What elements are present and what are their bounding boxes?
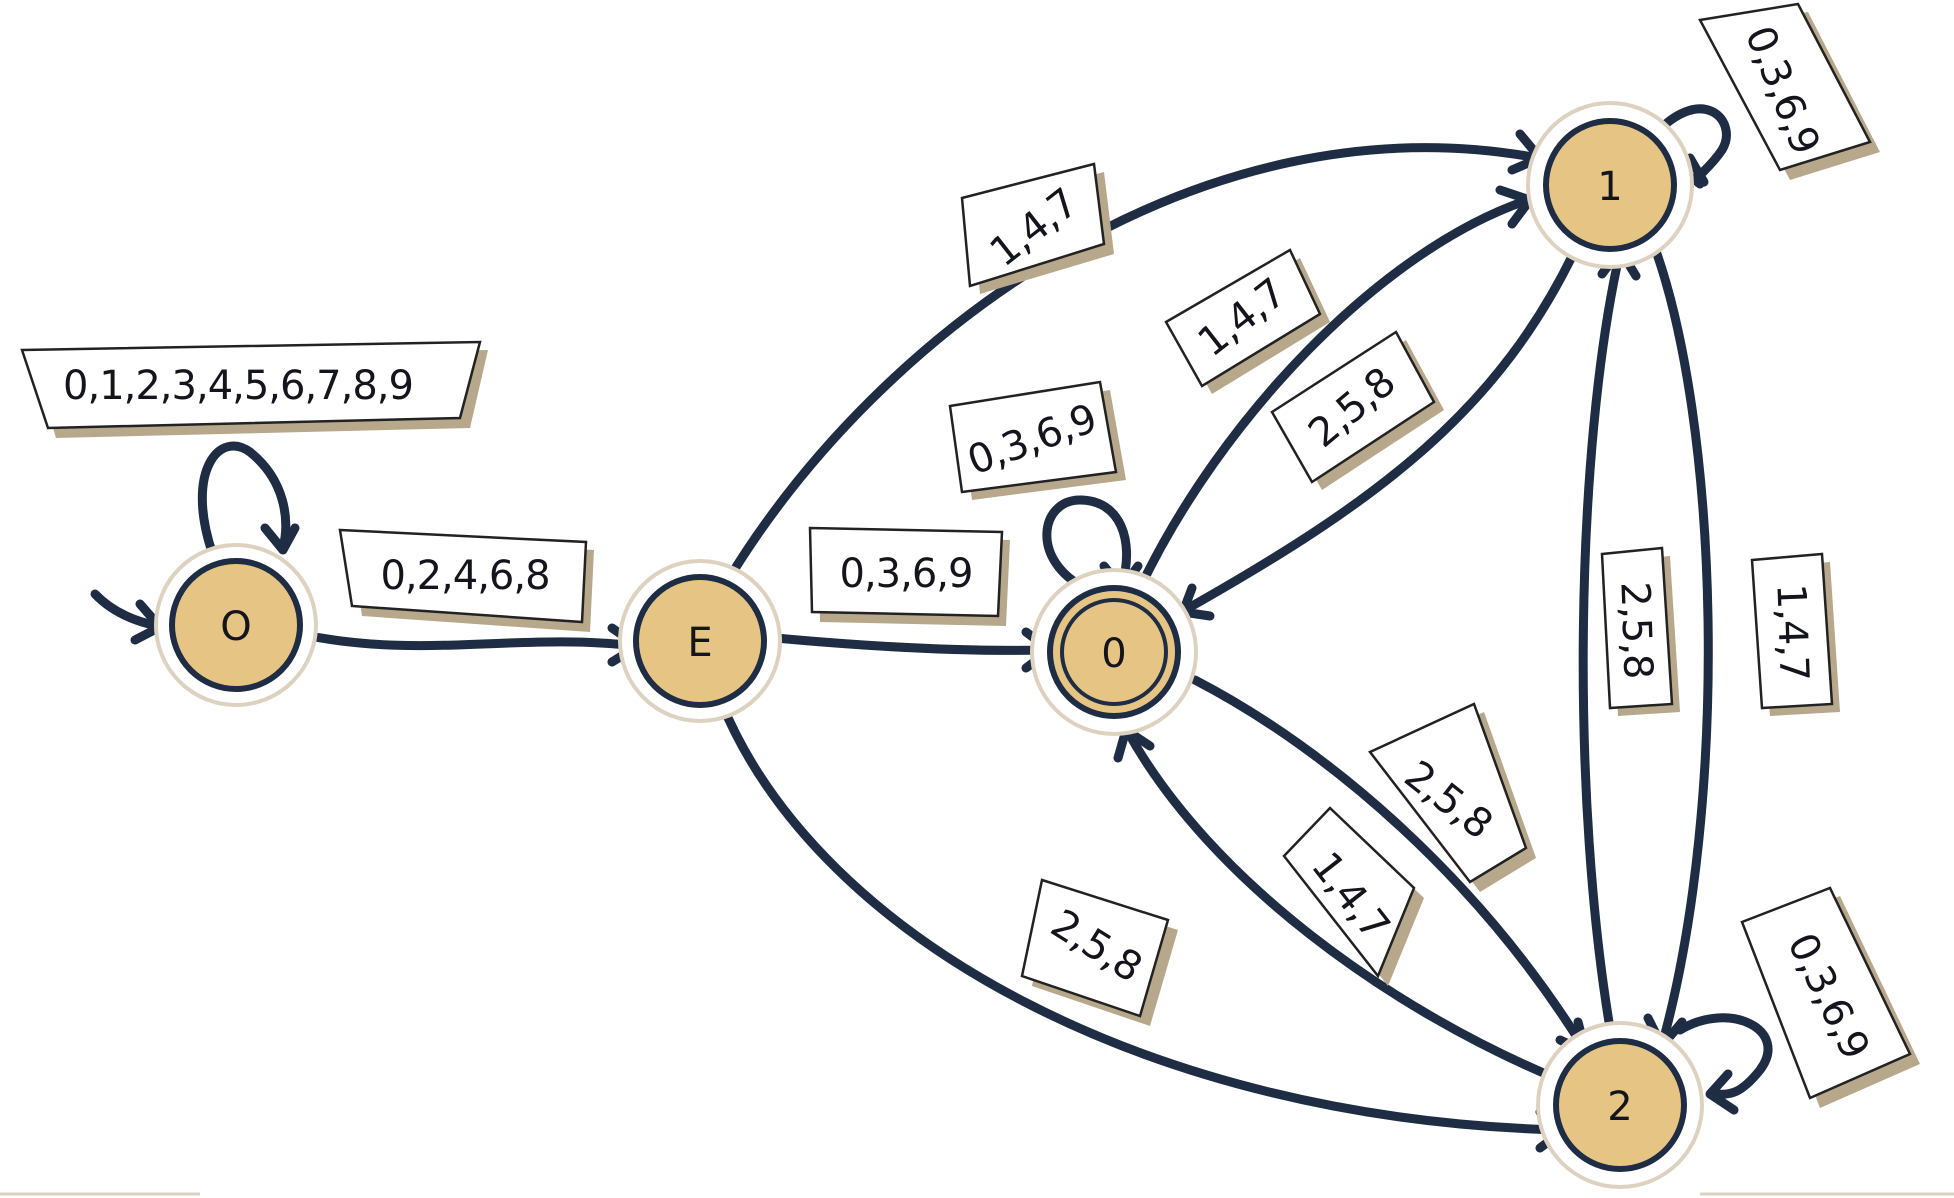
nodes: O E 0 1 2 bbox=[154, 101, 1704, 1189]
edge-even-mod1 bbox=[723, 129, 1545, 585]
state-start: O bbox=[154, 543, 318, 707]
label-start-loop: 0,1,2,3,4,5,6,7,8,9 bbox=[20, 340, 488, 438]
state-mod1: 1 bbox=[1526, 101, 1694, 269]
label-even-mod2: 2,5,8 bbox=[1020, 878, 1178, 1026]
state-mod0-accepting: 0 bbox=[1030, 568, 1198, 736]
edge-start-even bbox=[295, 623, 643, 667]
state-mod2-label: 2 bbox=[1607, 1084, 1632, 1130]
label-start-even-text: 0,2,4,6,8 bbox=[380, 553, 549, 599]
label-even-mod0-text: 0,3,6,9 bbox=[840, 551, 973, 597]
label-mod0-loop: 0,3,6,9 bbox=[948, 380, 1126, 500]
label-mod1-loop: 0,3,6,9 bbox=[1698, 2, 1880, 180]
edge-even-mod0 bbox=[760, 627, 1055, 673]
label-mod0-mod2: 2,5,8 bbox=[1368, 702, 1536, 892]
label-mod1-mod2-text: 1,4,7 bbox=[1767, 583, 1816, 681]
label-mod2-mod1: 2,5,8 bbox=[1600, 546, 1680, 716]
label-mod2-loop: 0,3,6,9 bbox=[1740, 886, 1920, 1108]
state-even: E bbox=[618, 559, 782, 723]
label-even-mod1: 1,4,7 bbox=[960, 162, 1114, 294]
state-mod2: 2 bbox=[1536, 1021, 1704, 1189]
label-mod0-mod1: 1,4,7 bbox=[1164, 248, 1330, 394]
initial-arrow bbox=[90, 589, 165, 645]
edge-labels: 0,1,2,3,4,5,6,7,8,9 0,2,4,6,8 0,3,6,9 1,… bbox=[20, 2, 1920, 1108]
edge-start-loop bbox=[197, 441, 300, 557]
label-mod2-mod1-text: 2,5,8 bbox=[1611, 581, 1660, 679]
state-start-label: O bbox=[220, 604, 251, 650]
label-mod1-mod2: 1,4,7 bbox=[1750, 552, 1840, 716]
label-start-even: 0,2,4,6,8 bbox=[338, 528, 594, 632]
label-even-mod0: 0,3,6,9 bbox=[808, 526, 1010, 626]
edges bbox=[90, 104, 1773, 1153]
label-start-loop-text: 0,1,2,3,4,5,6,7,8,9 bbox=[63, 363, 413, 409]
state-mod0-label: 0 bbox=[1101, 631, 1126, 677]
state-even-label: E bbox=[687, 620, 712, 666]
state-mod1-label: 1 bbox=[1597, 164, 1622, 210]
edge-mod2-loop bbox=[1675, 1013, 1773, 1115]
